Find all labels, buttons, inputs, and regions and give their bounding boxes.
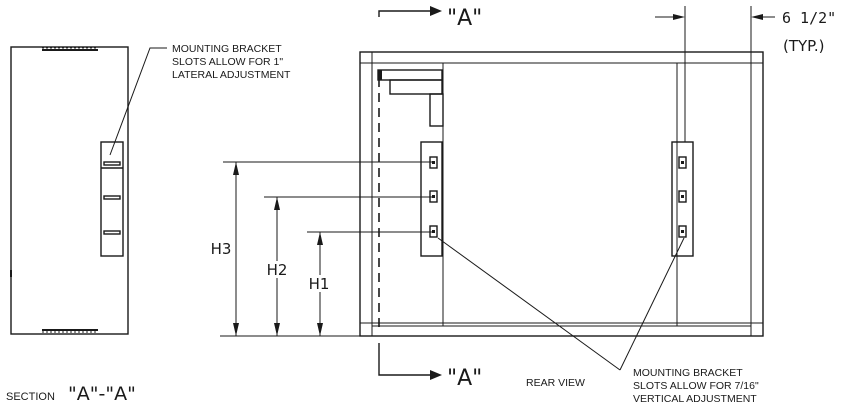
rear-right-bracket [671,141,694,257]
typ-dimension-suffix: (TYP.) [783,37,825,55]
height-dimensions [220,161,432,337]
typ-dimension [655,6,775,142]
section-bracket [100,141,124,257]
section-label-name: "A"-"A" [68,383,136,405]
vertical-note-line3: VERTICAL ADJUSTMENT [633,393,757,405]
cabinet-inner-frame [371,62,752,327]
lateral-note-leader [109,47,167,156]
section-label: SECTION "A"-"A" [6,383,136,405]
vertical-note-leader-left [437,237,621,371]
vertical-note-line2: SLOTS ALLOW FOR 7/16" [633,380,759,392]
section-label-prefix: SECTION [6,391,55,403]
height-label-h3: H3 [211,240,232,258]
section-bracket-slots [103,161,121,235]
cabinet-outer-frame [359,51,764,337]
lateral-note-line1: MOUNTING BRACKET [172,43,282,55]
section-bottom-hatch [42,329,98,333]
vertical-adjustment-note: MOUNTING BRACKET SLOTS ALLOW FOR 7/16" V… [633,367,759,405]
section-body-outline [10,46,129,335]
section-marker-top: "A" [447,6,482,31]
vertical-note-line1: MOUNTING BRACKET [633,367,743,379]
lateral-adjustment-note: MOUNTING BRACKET SLOTS ALLOW FOR 1" LATE… [172,43,291,81]
typ-dimension-value: 6 1/2" [782,9,836,27]
section-view [10,46,167,335]
vertical-note-leader-right [619,237,685,371]
lateral-note-line3: LATERAL ADJUSTMENT [172,69,291,81]
section-marker-bottom: "A" [447,366,482,391]
internal-component [377,69,444,127]
rear-right-bracket-slots [678,156,687,238]
lateral-note-line2: SLOTS ALLOW FOR 1" [172,56,283,68]
height-label-h2: H2 [267,261,288,279]
section-top-hatch [42,47,98,51]
section-cut-line [378,6,442,380]
rear-view: "A" "A" [208,6,836,391]
rear-view-label: REAR VIEW [526,377,585,389]
height-label-h1: H1 [309,275,330,293]
